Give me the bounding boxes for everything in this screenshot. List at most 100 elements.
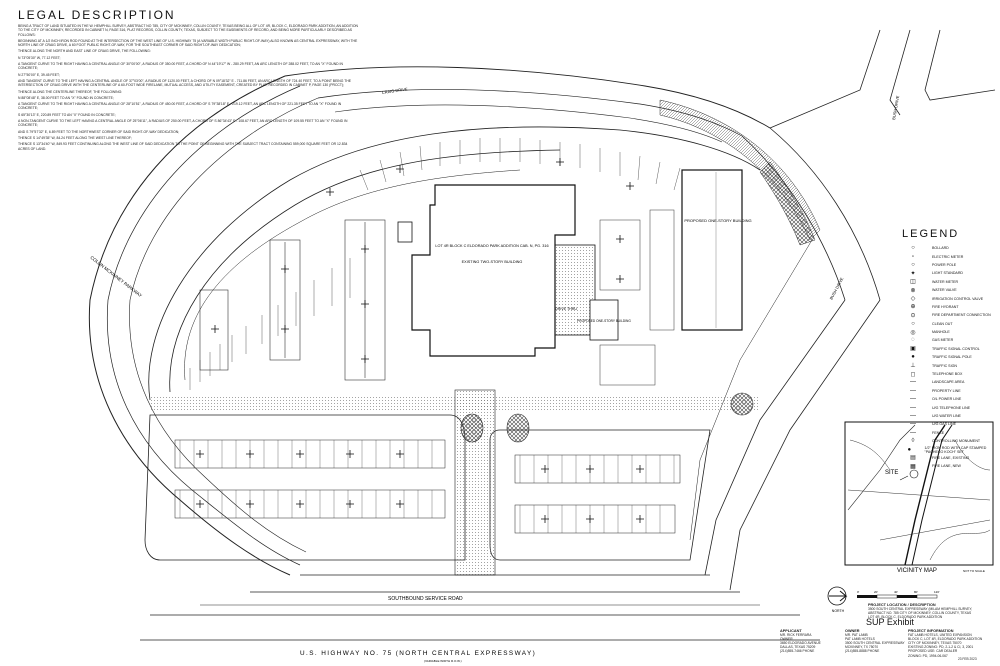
legend-item: ✦LIGHT STANDARD bbox=[902, 269, 992, 277]
legend-label: FIRE LANE, NEW bbox=[932, 464, 961, 469]
sheet-date: 23 FEB 2023 bbox=[958, 657, 977, 661]
project-information-head: PROJECT INFORMATION bbox=[908, 629, 954, 633]
legend-item: — PROPERTY LINE bbox=[902, 387, 992, 395]
scale-tick: 120' bbox=[934, 590, 940, 594]
entry-drive bbox=[454, 389, 754, 576]
project-information-line: CITY OF MCKINNEY, TEXAS 75070 bbox=[908, 641, 962, 646]
legend-label: PROPERTY LINE bbox=[932, 388, 961, 393]
legend-symbol: ◫ bbox=[910, 279, 916, 286]
legend-item: —U/G GAS LINE bbox=[902, 420, 992, 428]
light-standards bbox=[196, 158, 644, 523]
southbound-service-road-lines bbox=[140, 574, 820, 641]
legend-item: ○POWER POLE bbox=[902, 261, 992, 269]
legend-label: 1/2" IRON ROD WITH CAP STAMPED "PACHECO … bbox=[924, 445, 987, 454]
legend-symbol: — bbox=[910, 413, 916, 419]
legend-label: WATER VALVE bbox=[932, 288, 957, 293]
vicinity-map-title: VICINITY MAP bbox=[897, 568, 937, 574]
legal-paragraph: N 73°05'30" W, 77.12 FEET; bbox=[18, 55, 61, 60]
legend-item: ◇IRRIGATION CONTROL VALVE bbox=[902, 294, 992, 302]
legend-label: GAS METER bbox=[932, 338, 954, 343]
legend-item: ◌ GAS METER bbox=[902, 336, 992, 344]
north-label: NORTH bbox=[832, 609, 845, 613]
parking-southeast bbox=[489, 429, 711, 561]
drive-thru-label: DRIVE THRU bbox=[555, 307, 577, 311]
legend-symbol: ✦ bbox=[910, 270, 916, 277]
legal-paragraph: BEING A TRACT OF LAND SITUATED IN THE W.… bbox=[18, 24, 358, 37]
legend-label: BOLLARD bbox=[932, 246, 949, 251]
legal-paragraph: AND TANGENT CURVE TO THE LEFT HAVING A C… bbox=[18, 78, 352, 88]
legend-item: —U/G WATER LINE bbox=[902, 412, 992, 420]
legend-symbol: ⊕ bbox=[910, 304, 916, 311]
legal-paragraph: N 27°50'00" E, 39.45 FEET; bbox=[18, 72, 60, 77]
legend-item: ◫WATER METER bbox=[902, 278, 992, 286]
legend-item: ● TRAFFIC SIGNAL POLE bbox=[902, 353, 992, 361]
proposed-small-label: PROPOSED ONE-STORY BUILDING bbox=[577, 319, 631, 323]
legend-symbol: — bbox=[910, 429, 916, 436]
project-location-line: ABSTRACT NO. 785 CITY OF MCKINNEY, COLLI… bbox=[868, 611, 972, 616]
proposed-small-building bbox=[589, 299, 619, 341]
project-information-line: BLOCK C, LOT 4R, ELDORADO PARK ADDITION bbox=[908, 637, 983, 642]
legend-label: FENCE bbox=[932, 430, 945, 435]
applicant-line: OWNER bbox=[780, 637, 793, 642]
legend-symbol: ◎ bbox=[910, 329, 916, 336]
parking-southwest bbox=[144, 414, 466, 561]
entry-island-right bbox=[506, 413, 530, 443]
vicinity-scale: NOT TO SCALE bbox=[963, 569, 985, 573]
project-location-head: PROJECT LOCATION / DESCRIPTION bbox=[868, 603, 936, 607]
craig-drive-lines bbox=[284, 66, 771, 143]
legend-item: ◻ TELEPHONE BOX bbox=[902, 370, 992, 378]
proposed-building bbox=[681, 169, 743, 331]
scale-tick: 20' bbox=[874, 590, 878, 594]
legend-symbol: ○ bbox=[911, 245, 915, 252]
legend-item: ◊CONTROLLING MONUMENT bbox=[902, 437, 992, 445]
owner-line: MCKINNEY, TX 75070 bbox=[845, 645, 879, 650]
parking-west-stalls bbox=[189, 258, 351, 390]
legend-label: TRAFFIC SIGNAL POLE bbox=[932, 355, 972, 360]
legend-symbol: ◌ bbox=[911, 337, 915, 344]
owner-head: OWNER bbox=[845, 629, 860, 633]
applicant-line: 3650 ELDORADO AVENUE bbox=[780, 641, 821, 646]
colin-mckinney-label: COLLIN MCKINNEY PARKWAY bbox=[89, 255, 143, 298]
legend-symbol: — bbox=[910, 387, 916, 394]
interior-parking-rows bbox=[199, 219, 386, 381]
legend-label: TELEPHONE BOX bbox=[932, 372, 963, 377]
legal-paragraph: S 65°30'13" E, 220.89 FEET TO AN "X" FOU… bbox=[18, 112, 116, 117]
legend-symbol: ◻ bbox=[910, 371, 916, 378]
applicant-line: DALLAS, TEXAS 75209 bbox=[780, 645, 816, 650]
legend-symbol: ▣ bbox=[910, 346, 916, 353]
project-information-block: PROJECT INFORMATION FAT LAMB HOTELS, UNI… bbox=[908, 629, 998, 658]
bush-drive-top-label: BUSH DRIVE bbox=[891, 95, 900, 120]
owner-line: PAT LAMB HOTELS bbox=[845, 637, 875, 642]
legend-label: CONTROLLING MONUMENT bbox=[932, 439, 981, 444]
legend-label: U/G GAS LINE bbox=[932, 422, 956, 427]
scale-tick: 40' bbox=[894, 590, 898, 594]
site-pavement bbox=[148, 126, 761, 401]
project-information-line: ZONING: PD, 1994-06-067 bbox=[908, 653, 948, 658]
legend-label: FIRE LANE, EXISTING bbox=[932, 455, 970, 460]
legend-symbol: ● bbox=[911, 354, 915, 361]
parking-southwest-stalls bbox=[179, 440, 433, 518]
legal-paragraph: BEGINNING AT A 1/2 INCH IRON ROD FOUND A… bbox=[18, 38, 358, 48]
southbound-road-label: SOUTHBOUND SERVICE ROAD bbox=[388, 596, 463, 602]
legal-paragraph: A TANGENT CURVE TO THE RIGHT HAVING A CE… bbox=[18, 62, 343, 71]
owner-line: MR. PAT LAMB bbox=[845, 633, 868, 638]
existing-building-label: EXISTING TWO-STORY BUILDING bbox=[462, 260, 523, 264]
legend-item: ▤FIRE LANE, EXISTING bbox=[902, 454, 992, 462]
legal-description-body: BEING A TRACT OF LAND SITUATED IN THE W.… bbox=[18, 24, 358, 153]
legend-item: ⊗ WATER VALVE bbox=[902, 286, 992, 294]
legend-label: FIRE DEPARTMENT CONNECTION bbox=[932, 313, 991, 318]
legend-label: U/G TELEPHONE LINE bbox=[932, 405, 971, 410]
legal-paragraph: THENCE ALONG THE NORTH AND EAST LINE OF … bbox=[18, 49, 151, 54]
legend-item: ▣TRAFFIC SIGNAL CONTROL bbox=[902, 345, 992, 353]
project-location-line: LOT 4R, BLOCK C, ELDORADO PARK ADDITION bbox=[868, 615, 943, 620]
project-location: PROJECT LOCATION / DESCRIPTION 3500 SOUT… bbox=[868, 603, 998, 619]
legend-symbol: ⊗ bbox=[910, 287, 916, 294]
parking-north-stalls bbox=[359, 138, 721, 205]
building-annex bbox=[397, 221, 413, 243]
scale-tick: 80' bbox=[914, 590, 918, 594]
fire-lane-existing-aisle bbox=[150, 395, 760, 410]
legend-item: ▫ELECTRIC METER bbox=[902, 252, 992, 260]
legend-item: ⊙FIRE DEPARTMENT CONNECTION bbox=[902, 311, 992, 319]
legend-symbol: ● bbox=[907, 446, 912, 453]
legal-paragraph: AND S 79°57'32" E, 6.89 FEET TO THE NORT… bbox=[18, 129, 180, 134]
